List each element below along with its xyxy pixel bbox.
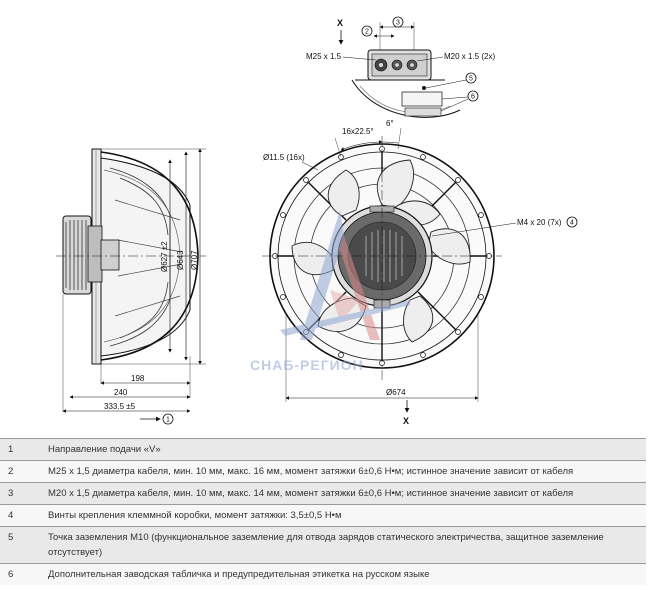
note-number: 5 bbox=[8, 532, 14, 543]
dia-627-label: Ø627 ±2 bbox=[160, 241, 169, 272]
table-row: 5 Точка заземления M10 (функциональное з… bbox=[0, 526, 646, 564]
table-row: 3 M20 x 1,5 диаметра кабеля, мин. 10 мм,… bbox=[0, 482, 646, 505]
note-number: 3 bbox=[8, 488, 14, 499]
table-row: 6 Дополнительная заводская табличка и пр… bbox=[0, 563, 646, 585]
callout-3: 3 bbox=[396, 20, 400, 27]
screws-label: M4 x 20 (7x) bbox=[517, 218, 562, 227]
note-number: 2 bbox=[8, 466, 14, 477]
table-row: 1 Направление подачи «V» bbox=[0, 438, 646, 461]
terminal-box-detail: X 2 3 M25 x 1.5 M20 x 1.5 (2x) 5 bbox=[306, 16, 495, 118]
table-row: 2 M25 x 1,5 диаметра кабеля, мин. 10 мм,… bbox=[0, 460, 646, 483]
note-text: Винты крепления клеммной коробки, момент… bbox=[48, 510, 342, 521]
watermark-logo: СНАБ-РЕГИОН bbox=[250, 210, 410, 373]
angle-label: 16x22.5° bbox=[342, 127, 374, 136]
note-text: M20 x 1,5 диаметра кабеля, мин. 10 мм, м… bbox=[48, 488, 574, 499]
technical-drawing: Ø627 ±2 Ø643 Ø707 198 240 333.5 ±5 1 X 2… bbox=[56, 16, 578, 426]
dim-240-label: 240 bbox=[114, 388, 128, 397]
dim-333-label: 333.5 ±5 bbox=[104, 402, 136, 411]
m25-thread-label: M25 x 1.5 bbox=[306, 52, 342, 61]
watermark-text: СНАБ-РЕГИОН bbox=[250, 357, 364, 373]
side-view: Ø627 ±2 Ø643 Ø707 198 240 333.5 ±5 1 bbox=[56, 148, 206, 425]
note-text: Направление подачи «V» bbox=[48, 444, 161, 455]
front-x-label: X bbox=[403, 416, 409, 426]
dia-707-label: Ø707 bbox=[190, 250, 199, 270]
dim-198-label: 198 bbox=[131, 374, 145, 383]
holes-label: Ø11.5 (16x) bbox=[263, 153, 305, 162]
note-number: 4 bbox=[8, 510, 14, 521]
dia-674-label: Ø674 bbox=[386, 388, 406, 397]
note-text: Дополнительная заводская табличка и пред… bbox=[48, 569, 430, 580]
notes-table: 1 Направление подачи «V» 2 M25 x 1,5 диа… bbox=[0, 438, 646, 585]
callout-5: 5 bbox=[469, 76, 473, 83]
dia-643-label: Ø643 bbox=[176, 250, 185, 270]
table-row: 4 Винты крепления клеммной коробки, моме… bbox=[0, 504, 646, 527]
callout-6: 6 bbox=[471, 94, 475, 101]
note-text: M25 x 1,5 диаметра кабеля, мин. 10 мм, м… bbox=[48, 466, 574, 477]
angle-6-label: 6° bbox=[386, 119, 394, 128]
front-view: 16x22.5° 6° Ø11.5 (16x) M4 x 20 (7x) 4 Ø… bbox=[262, 119, 578, 426]
m20-thread-label: M20 x 1.5 (2x) bbox=[444, 52, 495, 61]
note-number: 6 bbox=[8, 569, 14, 580]
note-number: 1 bbox=[8, 444, 14, 455]
note-text: Точка заземления M10 (функциональное заз… bbox=[48, 532, 604, 558]
callout-2: 2 bbox=[365, 29, 369, 36]
terminal-x-label: X bbox=[337, 18, 343, 28]
callout-1: 1 bbox=[166, 417, 170, 424]
callout-4: 4 bbox=[570, 220, 574, 227]
